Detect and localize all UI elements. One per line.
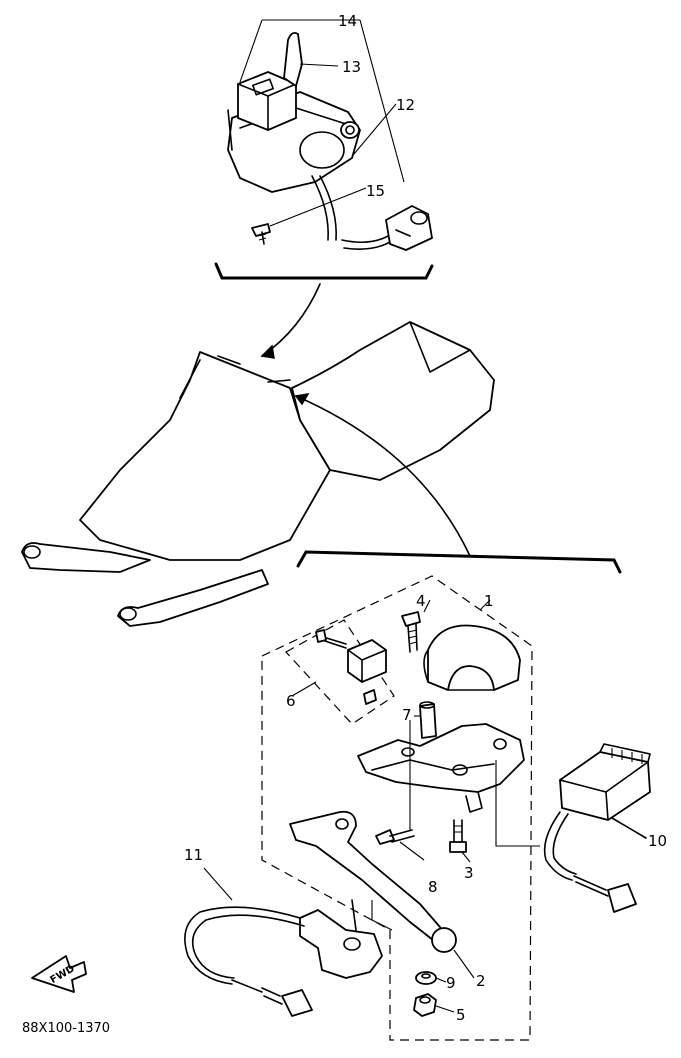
throttle-housing-assembly [214, 19, 434, 280]
arrow-to-handle [261, 283, 321, 357]
brake-switch-cable-11 [184, 899, 383, 1017]
brake-lever-assembly: FWD [31, 575, 651, 1041]
lever-ball-end [431, 927, 457, 953]
snowmobile-outline [21, 283, 622, 627]
snowmobile-hood [79, 351, 331, 561]
callout-4: 4 [416, 592, 426, 610]
callout-8: 8 [428, 878, 438, 896]
dashed-frame-1 [261, 575, 533, 1041]
diagram-code: 88X100-1370 [22, 1021, 110, 1036]
ski-right [117, 569, 269, 627]
callout-12: 12 [396, 96, 415, 114]
callout-10: 10 [648, 832, 667, 850]
callout-5: 5 [456, 1006, 466, 1024]
callout-3: 3 [464, 864, 474, 882]
ski-left [21, 542, 151, 573]
brake-light-switch-10 [543, 743, 651, 913]
clamp-cover [427, 624, 521, 691]
fwd-arrow-icon: FWD [31, 955, 87, 993]
arrow-to-brake [295, 395, 471, 557]
callout-15: 15 [366, 182, 385, 200]
brake-switch-6 [315, 629, 387, 705]
callout-14: 14 [338, 12, 357, 30]
top-bracket [214, 262, 434, 280]
callout-7: 7 [402, 706, 412, 724]
lower-bracket [296, 550, 622, 574]
screw-15 [251, 223, 271, 245]
dashed-frame-6 [285, 619, 395, 725]
lever-bracket [357, 723, 525, 793]
bolt-4 [401, 611, 421, 653]
pivot-pin-7 [419, 701, 437, 739]
callout-1: 1 [484, 592, 494, 610]
callout-9: 9 [446, 974, 456, 992]
throttle-lever [283, 31, 303, 87]
washer-9 [415, 971, 437, 985]
callout-11: 11 [184, 846, 203, 864]
callout-6: 6 [286, 692, 296, 710]
snowmobile-seat [291, 321, 495, 481]
screw-8 [375, 829, 415, 845]
cable-connector [385, 205, 433, 251]
nut-5 [413, 993, 437, 1017]
brake-lever [289, 810, 447, 945]
callout-labels: 14 13 12 15 1 4 6 7 10 3 8 11 2 9 5 88X1… [22, 12, 667, 1036]
callout-13: 13 [342, 58, 361, 76]
callout-2: 2 [476, 972, 486, 990]
bolt-3 [449, 819, 467, 853]
